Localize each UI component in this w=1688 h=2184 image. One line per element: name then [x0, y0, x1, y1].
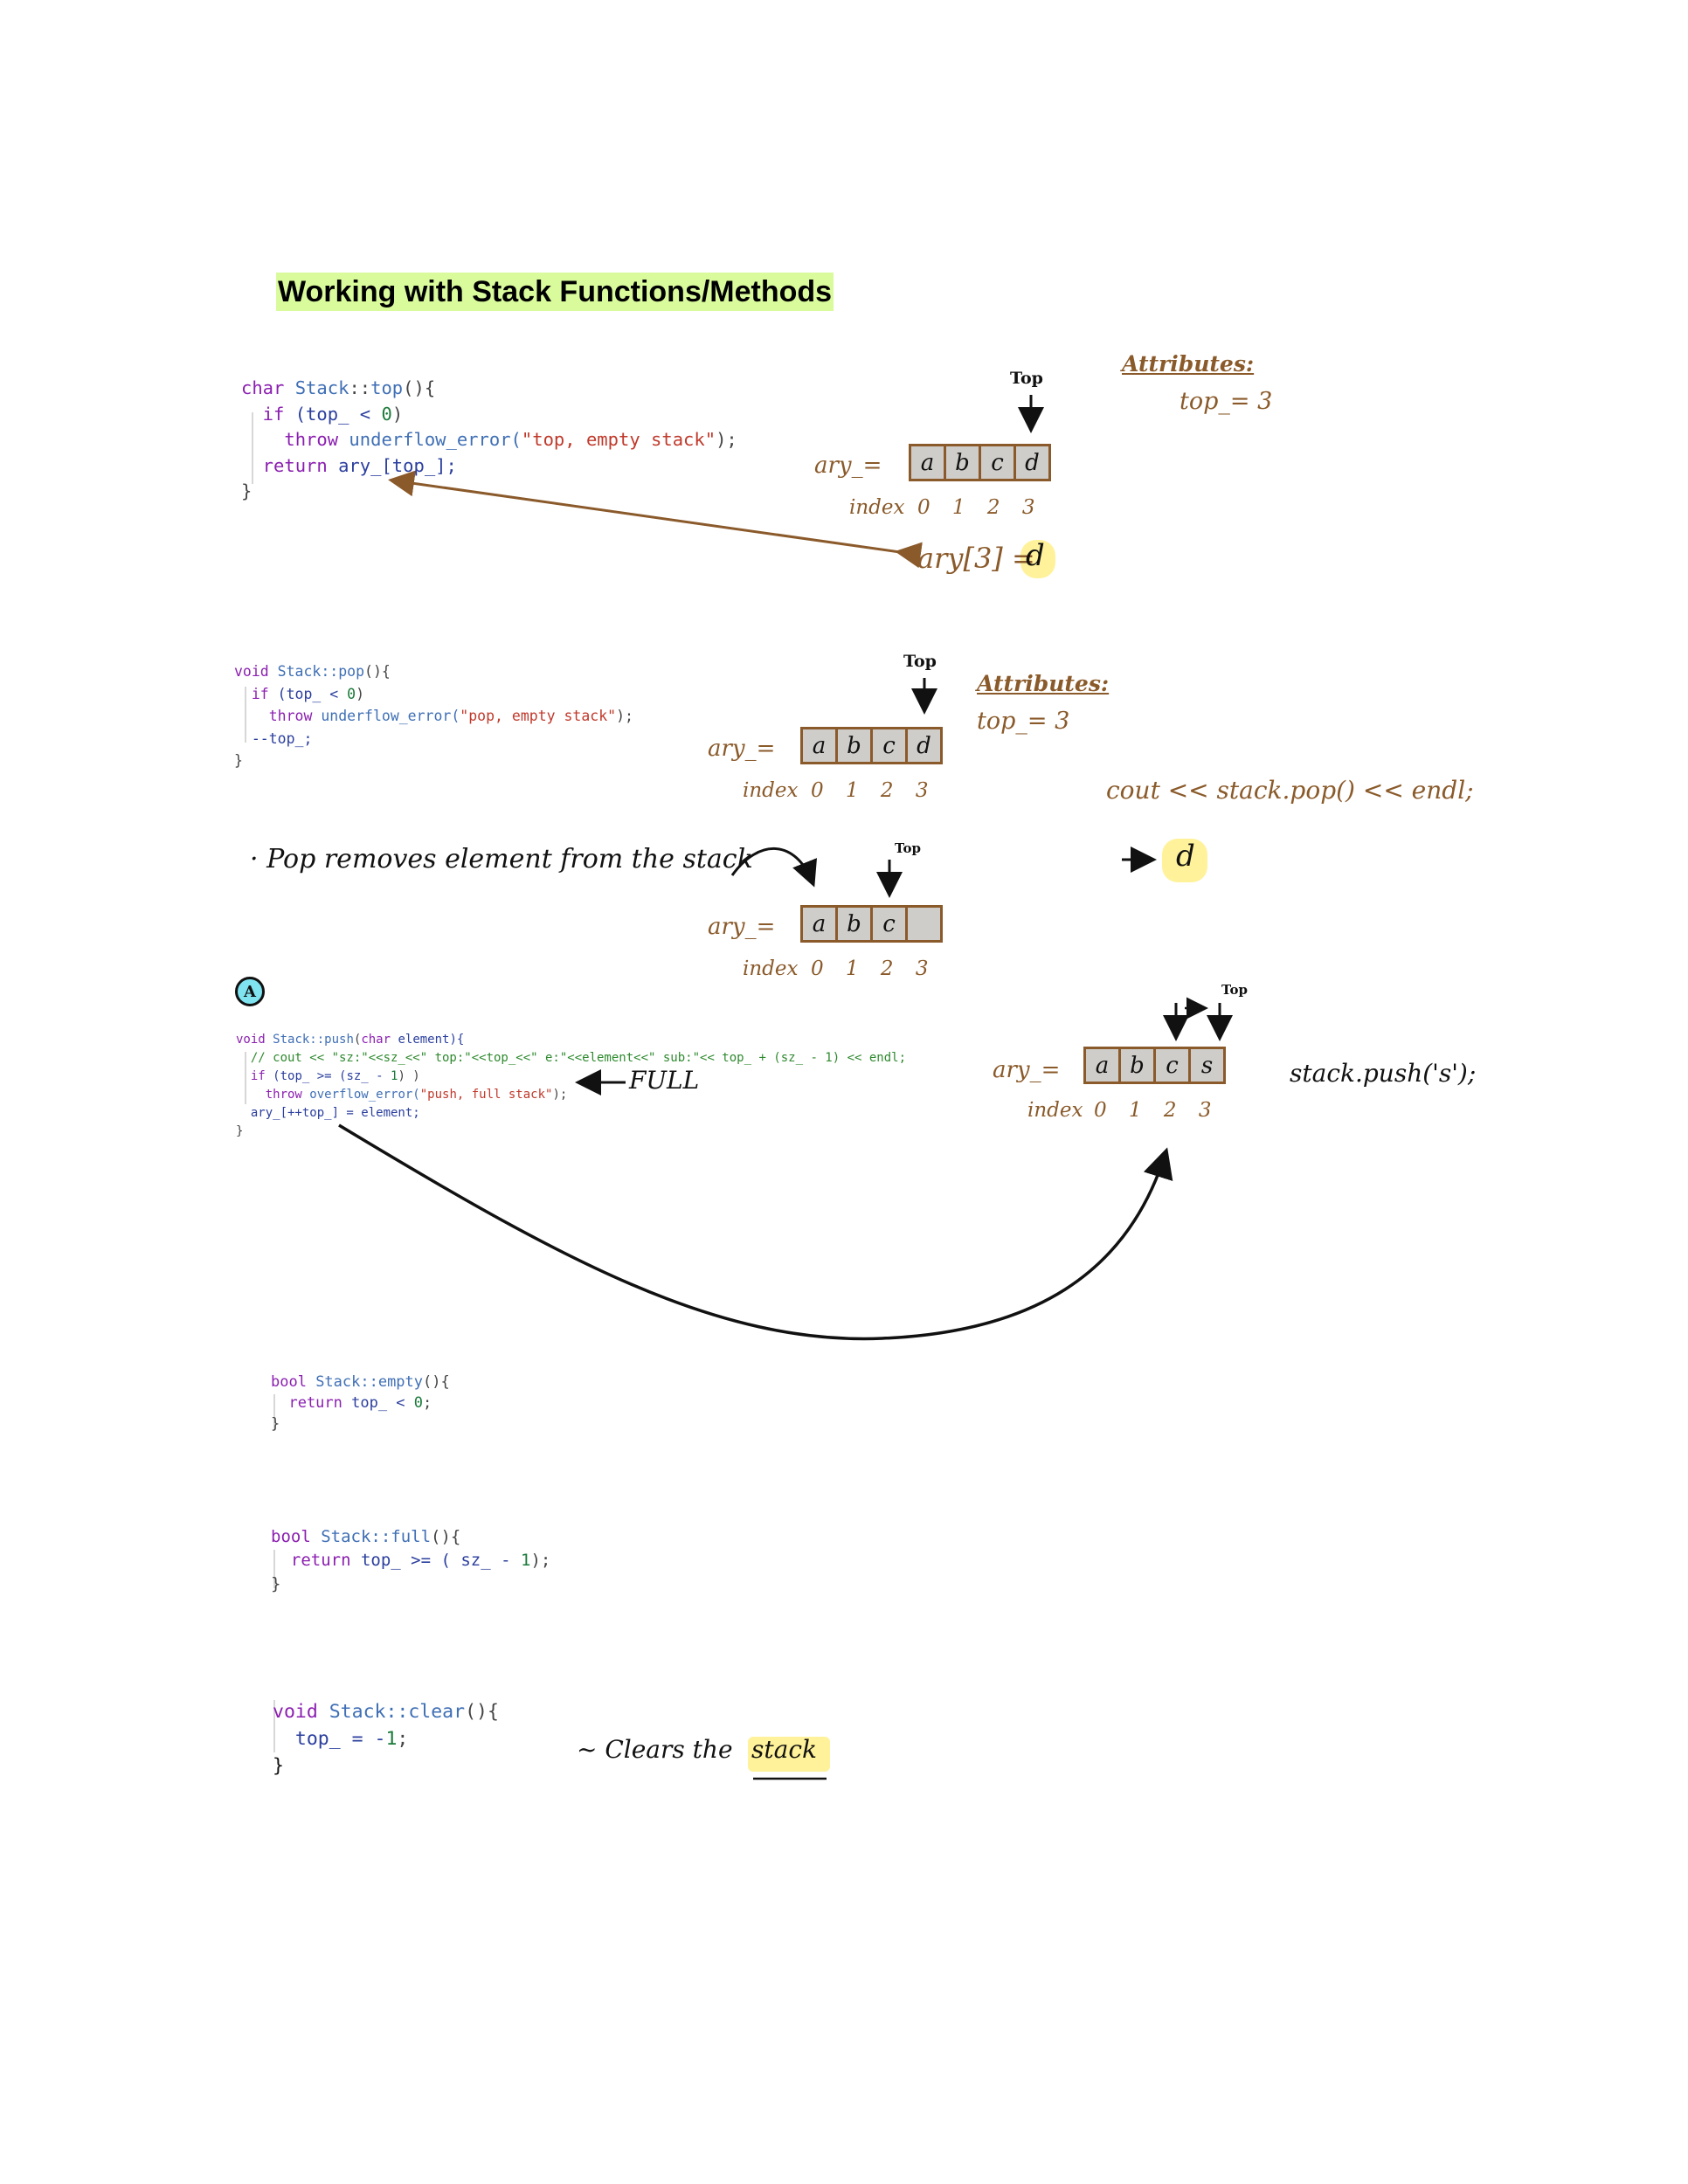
cout-statement: cout << stack.pop() << endl;: [1106, 776, 1474, 805]
top-label: Top: [1010, 369, 1043, 388]
code-line: char Stack::top(){: [241, 377, 436, 398]
array-cell: b: [838, 729, 870, 762]
output-highlight: [1162, 839, 1207, 882]
code-full: bool Stack::full(){ return top_ >= ( sz_…: [271, 1525, 550, 1596]
code-top: char Stack::top(){ if (top_ < 0) throw u…: [241, 376, 737, 505]
array-label: ary_=: [708, 736, 776, 762]
array-cell: c: [1156, 1049, 1188, 1082]
code-line: throw overflow_error("push, full stack")…: [236, 1088, 568, 1102]
attributes-title: Attributes:: [1122, 351, 1255, 377]
code-indent-guide: [245, 1052, 246, 1104]
array-cell: c: [873, 729, 905, 762]
index-values: 0 1 2 3: [811, 957, 929, 980]
arrow-return-to-element: [388, 470, 923, 569]
index-label: index: [743, 957, 799, 980]
code-line: return ary_[top_];: [241, 454, 457, 476]
code-line: top_ = -1;: [273, 1728, 409, 1750]
code-indent-guide: [273, 1394, 275, 1429]
code-indent-guide: [273, 1700, 275, 1752]
array-cell: b: [946, 446, 979, 479]
code-line: if (top_ < 0): [241, 403, 404, 425]
array-cell: d: [1016, 446, 1048, 479]
code-line: bool Stack::full(){: [271, 1527, 461, 1546]
code-line: }: [234, 752, 243, 769]
full-note: FULL: [629, 1066, 700, 1095]
array-cell: b: [1121, 1049, 1153, 1082]
code-line: ary_[++top_] = element;: [236, 1106, 420, 1120]
array-cell: b: [838, 908, 870, 940]
array-cell: a: [803, 729, 835, 762]
code-line: bool Stack::empty(){: [271, 1373, 450, 1391]
code-line: }: [273, 1755, 284, 1777]
array-cell: c: [981, 446, 1013, 479]
clear-note-word: stack: [751, 1735, 817, 1764]
code-line: void Stack::clear(){: [273, 1701, 499, 1723]
push-curve-arrow: [338, 1123, 1173, 1341]
top-label: Top: [903, 652, 937, 671]
code-pop: void Stack::pop(){ if (top_ < 0) throw u…: [234, 660, 633, 772]
array-cell: d: [908, 729, 940, 762]
code-line: }: [236, 1124, 244, 1138]
index-label: index: [849, 496, 905, 519]
array-label: ary_=: [708, 914, 776, 940]
code-line: void Stack::pop(){: [234, 663, 391, 680]
code-line: }: [241, 480, 253, 501]
code-line: }: [271, 1574, 281, 1593]
attributes-value: top_= 3: [977, 708, 1070, 735]
access-value: d: [1026, 538, 1045, 573]
index-values: 0 1 2 3: [917, 496, 1035, 519]
array-label: ary_=: [814, 453, 882, 479]
pop-note: · Pop removes element from the stack: [250, 844, 753, 874]
array-cell: a: [911, 446, 944, 479]
code-empty: bool Stack::empty(){ return top_ < 0;}: [271, 1372, 450, 1434]
array-cell: a: [803, 908, 835, 940]
code-clear: void Stack::clear(){ top_ = -1;}: [273, 1698, 499, 1780]
code-push: void Stack::push(char element){ // cout …: [236, 1031, 906, 1141]
code-line: throw underflow_error("pop, empty stack"…: [234, 708, 633, 724]
index-values: 0 1 2 3: [1094, 1099, 1212, 1122]
attributes-value: top_= 3: [1180, 388, 1273, 415]
code-line: // cout << "sz:"<<sz_<<" top:"<<top_<<" …: [236, 1051, 907, 1065]
array-label: ary_=: [993, 1057, 1061, 1083]
code-indent-guide: [252, 412, 253, 484]
code-line: return top_ < 0;: [271, 1394, 432, 1412]
code-line: if (top_ >= (sz_ - 1) ): [236, 1069, 420, 1083]
code-line: if (top_ < 0): [234, 685, 365, 702]
output-value: d: [1176, 839, 1195, 874]
array-cell: s: [1191, 1049, 1223, 1082]
code-line: void Stack::push(char element){: [236, 1033, 465, 1047]
pop-curve-arrow: [730, 847, 817, 888]
code-indent-guide: [245, 687, 246, 743]
clear-note: ~ Clears the: [577, 1735, 733, 1764]
array-cell: c: [873, 908, 905, 940]
access-expression: ary[3] =: [917, 542, 1035, 575]
attributes-title: Attributes:: [977, 671, 1110, 696]
code-line: --top_;: [234, 729, 313, 747]
array-cell: [908, 908, 940, 940]
index-values: 0 1 2 3: [811, 779, 929, 802]
page-title: Working with Stack Functions/Methods: [276, 273, 834, 311]
code-line: throw underflow_error("top, empty stack"…: [241, 429, 737, 450]
stack-highlight: [748, 1737, 830, 1772]
index-label: index: [1027, 1099, 1083, 1122]
top-label: Top: [895, 840, 921, 856]
marker-badge: A: [235, 977, 265, 1006]
code-indent-guide: [273, 1550, 275, 1588]
index-label: index: [743, 779, 799, 802]
code-line: }: [271, 1415, 280, 1433]
code-line: return top_ >= ( sz_ - 1);: [271, 1551, 551, 1570]
array-cell: a: [1086, 1049, 1118, 1082]
top-label: Top: [1221, 982, 1248, 998]
push-call: stack.push('s');: [1290, 1059, 1477, 1088]
value-highlight: [1020, 540, 1055, 578]
